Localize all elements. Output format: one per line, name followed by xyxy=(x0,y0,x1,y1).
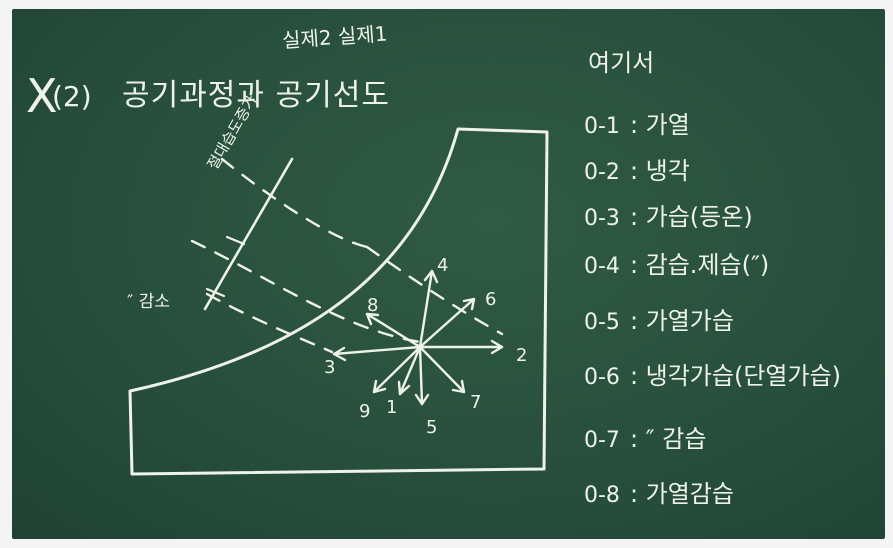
process-desc: : 감습.제습(″) xyxy=(629,251,770,279)
process-number-3: 3 xyxy=(324,357,336,378)
process-desc: : 냉각가습(단열가습) xyxy=(629,362,842,390)
chalkboard: X 실제2 실제1 (2) 공기과정과 공기선도 절대습도증가 ″ 감소 1 2… xyxy=(12,9,885,539)
process-desc: : 가열감습 xyxy=(629,480,734,508)
process-code: 0-2 xyxy=(584,160,620,185)
title-number: (2) xyxy=(52,80,92,113)
dashed-upper-right xyxy=(365,245,504,336)
process-code: 0-4 xyxy=(584,254,620,279)
process-code: 0-3 xyxy=(584,206,620,231)
cross-mark: X xyxy=(26,69,58,123)
axis-tick-2 xyxy=(205,287,226,298)
process-number-9: 9 xyxy=(359,401,371,422)
process-number-5: 5 xyxy=(426,417,438,438)
arrow-0-8 xyxy=(365,312,422,349)
process-number-1: 1 xyxy=(386,397,398,418)
process-code: 0-8 xyxy=(584,483,620,508)
arrow-0-9 xyxy=(372,345,422,394)
arrow-0-3 xyxy=(332,345,422,356)
notes-heading: 여기서 xyxy=(588,49,655,77)
process-number-4: 4 xyxy=(437,255,449,276)
humidity-axis-line xyxy=(203,157,294,311)
process-arrows xyxy=(332,269,504,406)
dashed-curve-middle xyxy=(190,239,422,344)
process-row: 0-3 : 가습(등온) xyxy=(584,205,753,230)
process-row: 0-6 : 냉각가습(단열가습) xyxy=(584,364,841,389)
process-code: 0-7 xyxy=(584,428,620,453)
arrow-0-5 xyxy=(418,345,424,406)
arrow-0-4 xyxy=(418,269,434,349)
psychrometric-chart-sketch xyxy=(128,127,549,476)
process-number-7: 7 xyxy=(470,392,482,413)
state-point-0 xyxy=(417,344,423,350)
process-number-6: 6 xyxy=(485,289,497,310)
process-row: 0-2 : 냉각 xyxy=(584,159,690,184)
process-number-2: 2 xyxy=(516,345,528,366)
chart-outline xyxy=(128,127,549,476)
page-title: 공기과정과 공기선도 xyxy=(122,78,390,113)
process-number-8: 8 xyxy=(367,295,379,316)
arrow-0-7 xyxy=(418,345,466,394)
process-desc: : 냉각 xyxy=(629,157,690,185)
process-code: 0-1 xyxy=(584,114,620,139)
process-desc: : 가습(등온) xyxy=(629,203,753,231)
axis-tick-1 xyxy=(225,235,246,246)
arrow-0-1 xyxy=(398,345,422,396)
process-row: 0-5 : 가열가습 xyxy=(584,309,734,334)
axis-label-decrease: ″ 감소 xyxy=(127,292,171,312)
process-desc: : 가열 xyxy=(629,111,690,139)
process-row: 0-4 : 감습.제습(″) xyxy=(584,253,769,278)
process-row: 0-8 : 가열감습 xyxy=(584,482,734,507)
dashed-curve-upper xyxy=(220,157,369,249)
process-desc: : ″ 감습 xyxy=(629,425,707,453)
process-row: 0-1 : 가열 xyxy=(584,113,690,138)
process-desc: : 가열가습 xyxy=(629,307,734,335)
process-row: 0-7 : ″ 감습 xyxy=(584,427,706,452)
arrow-0-6 xyxy=(418,297,476,349)
process-code: 0-5 xyxy=(584,310,620,335)
process-code: 0-6 xyxy=(584,365,620,390)
